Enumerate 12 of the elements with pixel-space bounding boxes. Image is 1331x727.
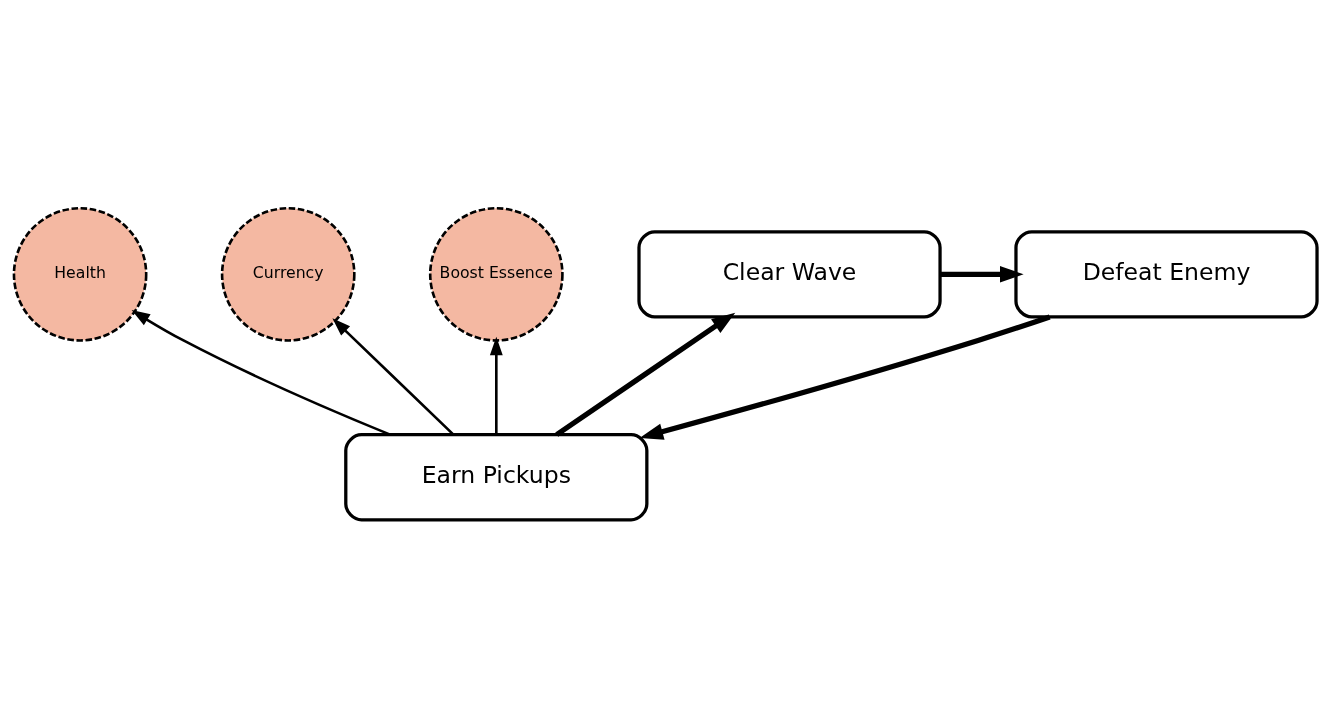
node-circle: Health [12, 206, 148, 342]
arrow [940, 265, 1024, 283]
node-circle: Boost Essence [428, 206, 564, 342]
node-box: Clear Wave [637, 229, 942, 318]
arrow [489, 336, 503, 434]
arrow [131, 309, 391, 436]
arrow [639, 313, 1051, 440]
node-circle: Currency [220, 206, 356, 342]
node-box: Defeat Enemy [1014, 229, 1319, 318]
node-box: Earn Pickups [344, 432, 649, 521]
arrow [332, 317, 455, 435]
arrow [555, 312, 736, 437]
